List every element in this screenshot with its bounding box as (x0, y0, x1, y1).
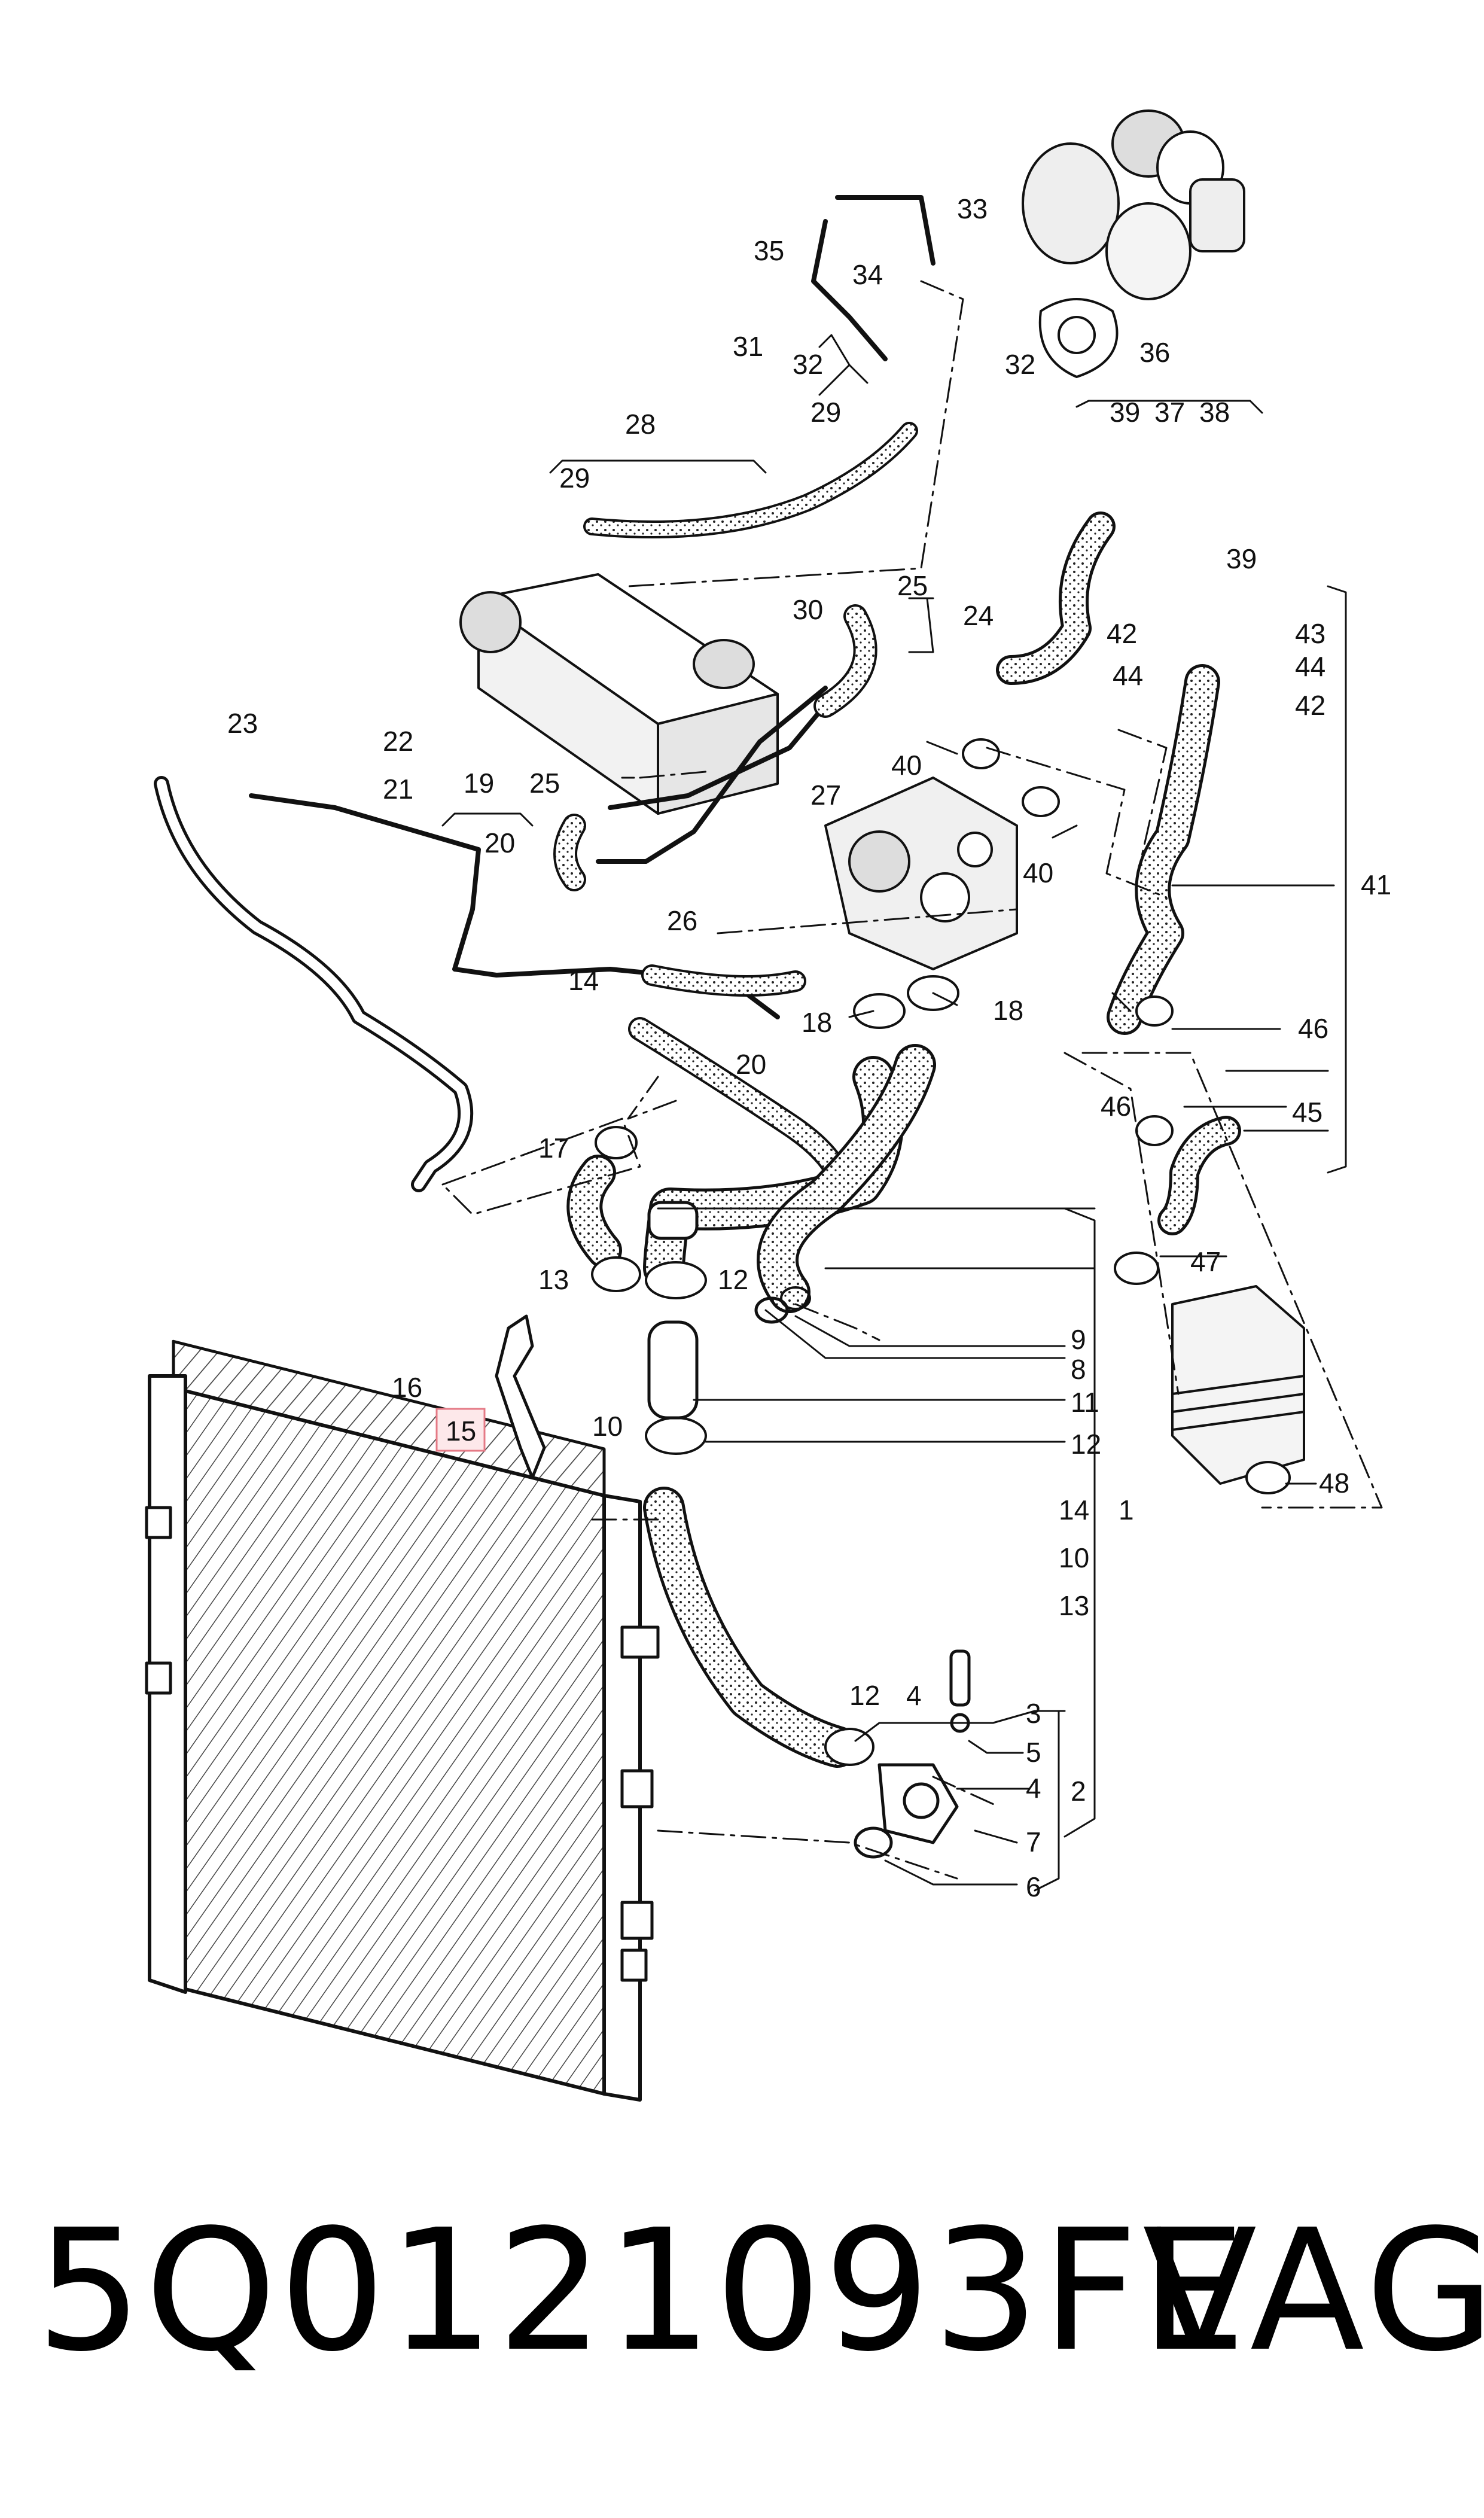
callout-10: 10 (1059, 1542, 1089, 1573)
callout-29: 29 (810, 397, 841, 428)
callout-34: 34 (852, 259, 883, 290)
callout-35: 35 (754, 235, 784, 266)
charge-air-cooler (459, 573, 779, 815)
callout-5: 5 (1026, 1737, 1041, 1768)
callout-4: 4 (906, 1680, 922, 1711)
callout-32: 32 (793, 349, 823, 380)
callout-36: 36 (1139, 337, 1170, 368)
callout-48: 48 (1319, 1467, 1349, 1499)
callout-40: 40 (1023, 857, 1053, 888)
cooling-system-exploded-diagram: 33 35 34 31 32 32 29 36 39 37 38 28 29 2… (145, 109, 1391, 2102)
callout-13: 13 (1059, 1590, 1089, 1621)
callout-20: 20 (736, 1049, 766, 1080)
connector-pipe (647, 1320, 699, 1420)
callout-26: 26 (667, 905, 697, 936)
callout-2: 2 (1071, 1776, 1086, 1807)
callout-42: 42 (1295, 690, 1325, 721)
callout-25: 25 (529, 768, 560, 799)
callout-31: 31 (733, 331, 763, 362)
callout-labels: 33 35 34 31 32 32 29 36 39 37 38 28 29 2… (227, 193, 1391, 1902)
o-ring (854, 1826, 893, 1859)
callout-14: 14 (568, 965, 599, 996)
flexible-hoses (553, 422, 1241, 1768)
callout-38: 38 (1199, 397, 1230, 428)
callout-46: 46 (1101, 1091, 1131, 1122)
highlight-box-15 (435, 1408, 486, 1452)
coolant-pump-housing (824, 777, 1018, 970)
part-number-label: 5Q0121093FE (36, 2194, 1249, 2389)
callout-27: 27 (810, 780, 841, 811)
o-ring (754, 1296, 789, 1324)
callout-1: 1 (1119, 1494, 1134, 1526)
callout-40: 40 (891, 750, 922, 781)
coolant-supply-pipe (154, 776, 474, 1192)
leader-lines (441, 334, 1347, 1892)
callout-45: 45 (1292, 1097, 1323, 1128)
callout-25: 25 (897, 570, 928, 601)
callout-18: 18 (802, 1007, 832, 1038)
callout-17: 17 (538, 1132, 569, 1164)
callout-29: 29 (559, 462, 590, 494)
bracket (495, 1314, 546, 1479)
turbocharger (1022, 109, 1245, 378)
callout-4: 4 (1026, 1773, 1041, 1804)
callout-15: 15 (446, 1415, 476, 1447)
callout-32: 32 (1005, 349, 1035, 380)
callout-41: 41 (1361, 869, 1391, 900)
callout-19: 19 (464, 768, 494, 799)
callout-12: 12 (718, 1264, 748, 1295)
assembly-dashed-lines (441, 280, 1383, 1880)
callout-11: 11 (1071, 1387, 1099, 1418)
brand-label: VAG (1142, 2194, 1484, 2389)
callout-13: 13 (538, 1264, 569, 1295)
o-ring (780, 1286, 811, 1310)
callout-10: 10 (592, 1411, 623, 1442)
callout-9: 9 (1071, 1324, 1086, 1355)
callout-12: 12 (1071, 1429, 1101, 1460)
callout-14: 14 (1059, 1494, 1089, 1526)
callout-3: 3 (1026, 1698, 1041, 1729)
callout-44: 44 (1295, 651, 1325, 682)
callout-37: 37 (1154, 397, 1185, 428)
callout-22: 22 (383, 726, 413, 757)
callout-28: 28 (625, 409, 656, 440)
callout-46: 46 (1298, 1013, 1328, 1044)
callout-33: 33 (957, 193, 988, 224)
callout-8: 8 (1071, 1354, 1086, 1385)
oil-cooler (1171, 1285, 1305, 1485)
callout-43: 43 (1295, 618, 1325, 649)
callout-44: 44 (1113, 660, 1143, 691)
callout-18: 18 (993, 995, 1023, 1026)
callout-23: 23 (227, 708, 258, 739)
callout-7: 7 (1026, 1826, 1041, 1858)
callout-39: 39 (1226, 543, 1257, 574)
callout-21: 21 (383, 774, 413, 805)
coolant-pipe-coupling (877, 1649, 971, 1844)
callout-6: 6 (1026, 1871, 1041, 1902)
callout-30: 30 (793, 594, 823, 625)
callout-39: 39 (1110, 397, 1140, 428)
callout-42: 42 (1107, 618, 1137, 649)
hose-clamps (591, 738, 1291, 1766)
callout-47: 47 (1190, 1246, 1221, 1277)
callout-24: 24 (963, 600, 994, 631)
callout-12: 12 (849, 1680, 880, 1711)
callout-20: 20 (484, 827, 515, 858)
callout-16: 16 (392, 1372, 422, 1403)
radiator (145, 1339, 660, 2102)
